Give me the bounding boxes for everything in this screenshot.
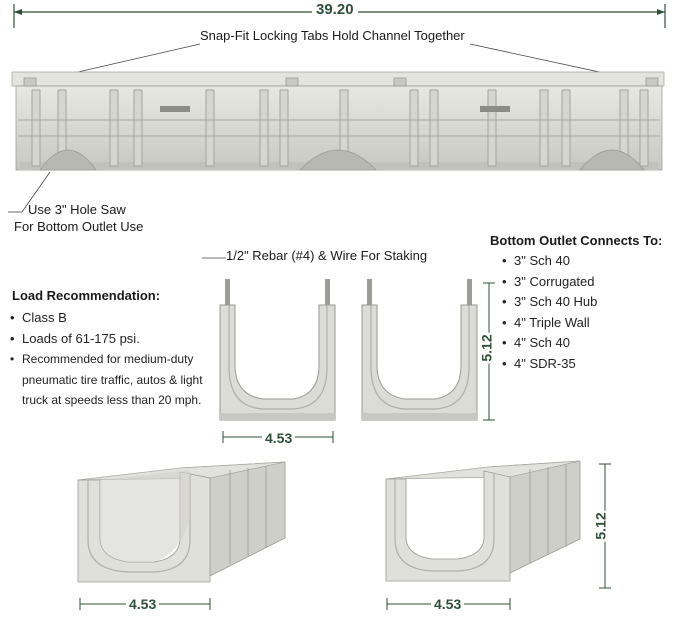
load-continuation: truck at speeds less than 20 mph. xyxy=(22,393,202,407)
load-continuation: pneumatic tire traffic, autos & light xyxy=(22,372,203,387)
outlet-item: •3" Sch 40 xyxy=(502,251,597,272)
right-profile xyxy=(361,279,478,421)
hole-saw-line1: Use 3" Hole Saw xyxy=(28,202,126,217)
profile-height-label: 5.12 xyxy=(478,332,495,364)
bullet-icon: • xyxy=(502,314,507,330)
load-heading: Load Recommendation: xyxy=(12,288,161,303)
bullet-icon: • xyxy=(502,355,507,371)
perspective-right xyxy=(385,460,581,582)
bullet-icon: • xyxy=(10,352,15,366)
outlet-list: •3" Sch 40 •3" Corrugated •3" Sch 40 Hub… xyxy=(502,251,597,374)
bullet-icon: • xyxy=(502,335,507,350)
rebar-leader xyxy=(202,257,226,259)
profile-width-label: 4.53 xyxy=(262,430,296,446)
outlet-item: •4" Triple Wall xyxy=(502,313,597,334)
outlet-item: •3" Sch 40 Hub xyxy=(502,292,597,313)
load-item: •Loads of 61-175 psi. xyxy=(10,329,203,350)
perspective-left xyxy=(77,461,286,583)
bottom-dimension-lines xyxy=(79,598,511,610)
bullet-icon: • xyxy=(10,310,15,325)
hole-saw-leader xyxy=(8,171,51,213)
outlet-item: •3" Corrugated xyxy=(502,272,597,293)
load-list: •Class B •Loads of 61-175 psi. •Recommen… xyxy=(10,308,203,411)
outlet-heading: Bottom Outlet Connects To: xyxy=(490,233,663,248)
end-profiles xyxy=(219,279,495,443)
bottom-right-width-label: 4.53 xyxy=(431,596,465,612)
load-item: •Class B xyxy=(10,308,203,329)
bullet-icon: • xyxy=(502,253,507,268)
bottom-left-width-label: 4.53 xyxy=(126,596,160,612)
snap-fit-callout: Snap-Fit Locking Tabs Hold Channel Toget… xyxy=(200,28,465,43)
outlet-item: •4" SDR-35 xyxy=(502,354,597,375)
bullet-icon: • xyxy=(502,294,507,309)
top-length-label: 39.20 xyxy=(312,1,358,18)
outlet-item: •4" Sch 40 xyxy=(502,333,597,354)
bullet-icon: • xyxy=(10,330,15,346)
left-profile xyxy=(219,279,336,421)
bullet-icon: • xyxy=(502,273,507,289)
load-item: •Recommended for medium-duty xyxy=(10,349,203,370)
bottom-right-height-label: 5.12 xyxy=(592,510,609,542)
hole-saw-line2: For Bottom Outlet Use xyxy=(14,219,144,234)
channel-side-view xyxy=(11,71,665,171)
rebar-callout: 1/2" Rebar (#4) & Wire For Staking xyxy=(226,248,428,263)
